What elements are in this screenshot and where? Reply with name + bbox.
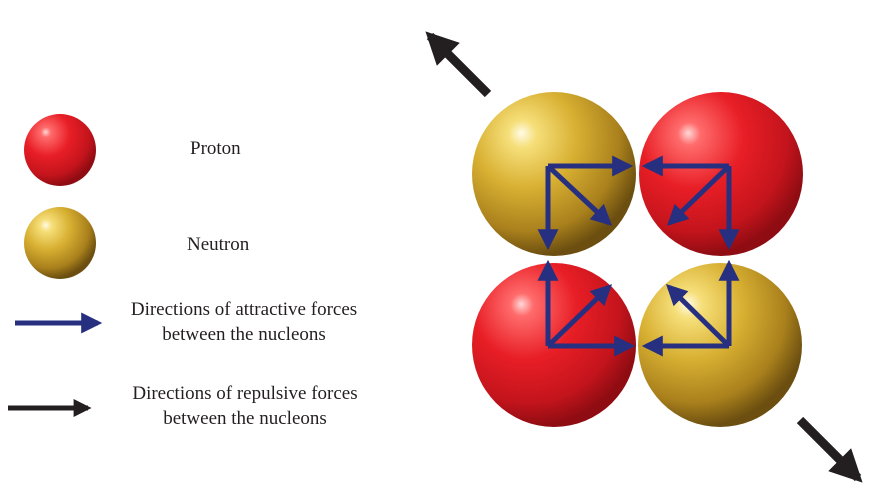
legend-proton-label: Proton [190,136,241,161]
repulsive-arrow-bottom-right [800,420,858,478]
legend-repulsive-line1: Directions of repulsive forces [110,381,380,406]
legend-attractive-line1: Directions of attractive forces [114,297,374,322]
legend-neutron-sphere [24,207,96,279]
legend-repulsive-label: Directions of repulsive forces between t… [110,381,380,431]
legend-attractive-line2: between the nucleons [114,322,374,347]
repulsive-arrow-top-left [430,36,488,94]
legend-neutron-label: Neutron [187,232,249,257]
legend-attractive-label: Directions of attractive forces between … [114,297,374,347]
legend-proton-sphere [24,114,96,186]
legend-repulsive-line2: between the nucleons [110,406,380,431]
